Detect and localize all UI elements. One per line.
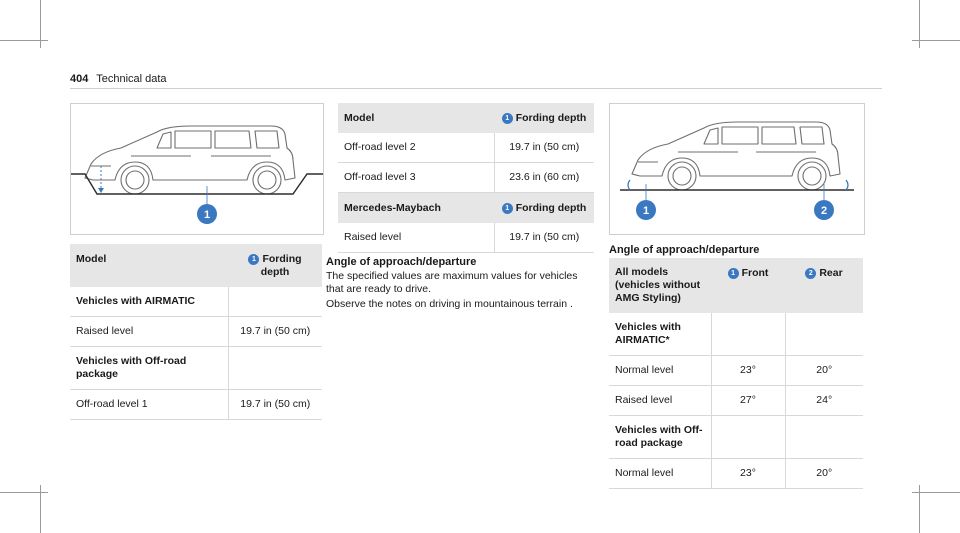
callout-1-icon: 1 bbox=[727, 268, 739, 279]
row-label: Vehicles with Off-road package bbox=[70, 346, 229, 390]
row-label: Vehicles with AIRMATIC* bbox=[609, 313, 712, 356]
angle-note-paragraph-1: The specified values are maximum values … bbox=[326, 270, 578, 295]
row-value: 19.7 in (50 cm) bbox=[228, 389, 322, 420]
table-row: Raised level 19.7 in (50 cm) bbox=[70, 316, 322, 347]
col-depth-label: Fording depth bbox=[260, 253, 302, 278]
header-rule bbox=[70, 88, 882, 89]
table-row: Vehicles with Off-road package bbox=[609, 415, 863, 459]
col-depth-label: Fording depth bbox=[515, 202, 587, 214]
table-row: Off-road level 2 19.7 in (50 cm) bbox=[338, 133, 594, 163]
crop-mark bbox=[0, 492, 48, 493]
callout-1-icon: 1 bbox=[501, 113, 513, 124]
col-models-header: All models (vehicles without AMG Styling… bbox=[609, 258, 711, 313]
table-row: Normal level 23° 20° bbox=[609, 458, 863, 489]
col-rear-label: Rear bbox=[819, 267, 843, 279]
col-depth-label: Fording depth bbox=[515, 112, 587, 124]
row-value: 19.7 in (50 cm) bbox=[228, 316, 322, 347]
crop-mark bbox=[0, 40, 48, 41]
callout-1-label: 1 bbox=[643, 205, 649, 217]
col-front-label: Front bbox=[741, 267, 769, 279]
suv-side-view-fording-icon: 1 bbox=[71, 125, 323, 224]
callout-2-label: 2 bbox=[821, 205, 827, 217]
angle-note-paragraph-2: Observe the notes on driving in mountain… bbox=[326, 298, 573, 310]
callout-1-icon: 1 bbox=[248, 254, 260, 265]
row-value: 19.7 in (50 cm) bbox=[494, 223, 594, 253]
row-label: Normal level bbox=[609, 355, 712, 386]
fording-depth-illustration: 1 bbox=[70, 103, 324, 235]
row-label: Raised level bbox=[70, 316, 229, 347]
suv-side-view-angles-icon: 1 2 bbox=[620, 121, 854, 220]
col-model-header: Model bbox=[338, 103, 494, 133]
row-value bbox=[228, 346, 322, 390]
crop-mark bbox=[912, 40, 960, 41]
table-row: Raised level 19.7 in (50 cm) bbox=[338, 223, 594, 253]
row-label: Off-road level 2 bbox=[338, 133, 495, 163]
row-front bbox=[711, 313, 786, 356]
table-row: Normal level 23° 20° bbox=[609, 355, 863, 386]
callout-2-icon: 2 bbox=[805, 268, 817, 279]
page-header: 404 Technical data bbox=[70, 73, 167, 85]
callout-1-label: 1 bbox=[204, 209, 210, 221]
row-value bbox=[228, 287, 322, 317]
crop-mark bbox=[919, 0, 920, 48]
maybach-model-header: Mercedes-Maybach bbox=[338, 192, 494, 223]
section-title: Technical data bbox=[96, 73, 167, 85]
approach-departure-illustration: 1 2 bbox=[609, 103, 865, 235]
table-row: Vehicles with Off-road package bbox=[70, 346, 322, 390]
row-label: Raised level bbox=[338, 223, 495, 253]
row-label: Raised level bbox=[609, 385, 712, 416]
row-value: 19.7 in (50 cm) bbox=[494, 133, 594, 163]
row-front: 27° bbox=[711, 385, 786, 416]
row-rear: 20° bbox=[785, 458, 863, 489]
row-rear bbox=[785, 313, 863, 356]
table-row: Off-road level 1 19.7 in (50 cm) bbox=[70, 389, 322, 420]
row-label: Normal level bbox=[609, 458, 712, 489]
row-label: Off-road level 1 bbox=[70, 389, 229, 420]
crop-mark bbox=[919, 485, 920, 533]
row-label: Off-road level 3 bbox=[338, 162, 495, 193]
row-rear: 24° bbox=[785, 385, 863, 416]
table-row: Raised level 27° 24° bbox=[609, 385, 863, 416]
angle-note-title: Angle of approach/departure bbox=[326, 256, 477, 268]
table-row: Vehicles with AIRMATIC* bbox=[609, 313, 863, 356]
row-label: Vehicles with AIRMATIC bbox=[70, 287, 229, 317]
crop-mark bbox=[40, 0, 41, 48]
row-front: 23° bbox=[711, 355, 786, 386]
angle-table-title: Angle of approach/departure bbox=[609, 244, 760, 256]
row-value: 23.6 in (60 cm) bbox=[494, 162, 594, 193]
row-front: 23° bbox=[711, 458, 786, 489]
crop-mark bbox=[912, 492, 960, 493]
row-label: Vehicles with Off-road package bbox=[609, 415, 712, 459]
row-rear bbox=[785, 415, 863, 459]
callout-1-icon: 1 bbox=[501, 203, 513, 214]
crop-mark bbox=[40, 485, 41, 533]
approach-departure-table: All models (vehicles without AMG Styling… bbox=[609, 258, 863, 489]
row-front bbox=[711, 415, 786, 459]
page-number: 404 bbox=[70, 73, 89, 85]
table-row: Off-road level 3 23.6 in (60 cm) bbox=[338, 162, 594, 193]
table-row: Vehicles with AIRMATIC bbox=[70, 287, 322, 317]
col-model-header: Model bbox=[70, 244, 228, 287]
row-rear: 20° bbox=[785, 355, 863, 386]
